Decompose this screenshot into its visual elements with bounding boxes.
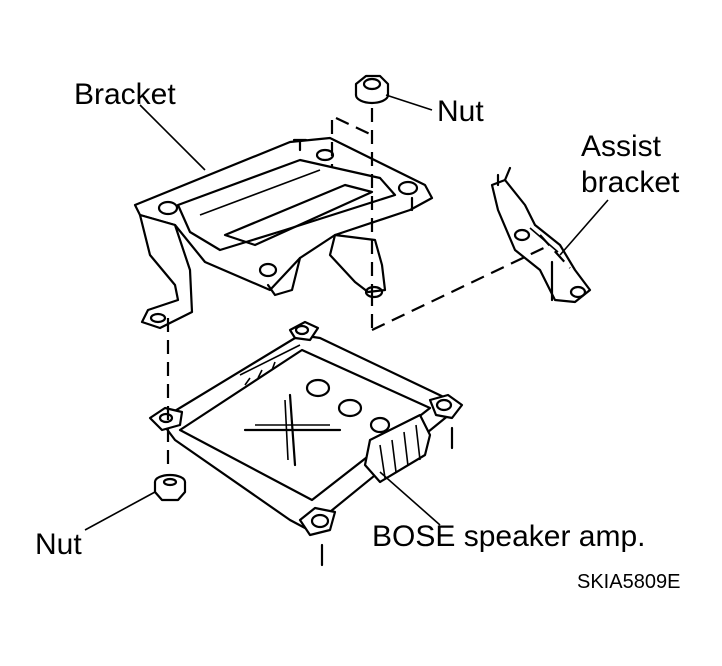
bracket-leader <box>139 104 206 171</box>
label-assist-line2: bracket <box>581 166 680 199</box>
label-nut-bottom: Nut <box>35 528 82 561</box>
assist-guide-line-2 <box>539 234 571 269</box>
label-amp: BOSE speaker amp. <box>372 520 646 553</box>
reference-code: SKIA5809E <box>577 571 681 593</box>
bracket-part <box>133 136 434 330</box>
amp-leader <box>379 471 441 526</box>
rear-guide-line-2 <box>335 117 373 136</box>
assist-guide-line <box>371 244 551 331</box>
top-nut-leader <box>385 94 433 111</box>
amp-part <box>148 320 464 567</box>
label-assist-line1: Assist <box>581 130 662 163</box>
assist-bracket-leader <box>559 199 609 256</box>
label-nut-top: Nut <box>437 95 484 128</box>
bottom-nut-part <box>153 473 187 502</box>
label-bracket: Bracket <box>74 78 176 111</box>
bottom-nut-leader <box>84 491 156 531</box>
top-nut-part <box>354 74 390 105</box>
